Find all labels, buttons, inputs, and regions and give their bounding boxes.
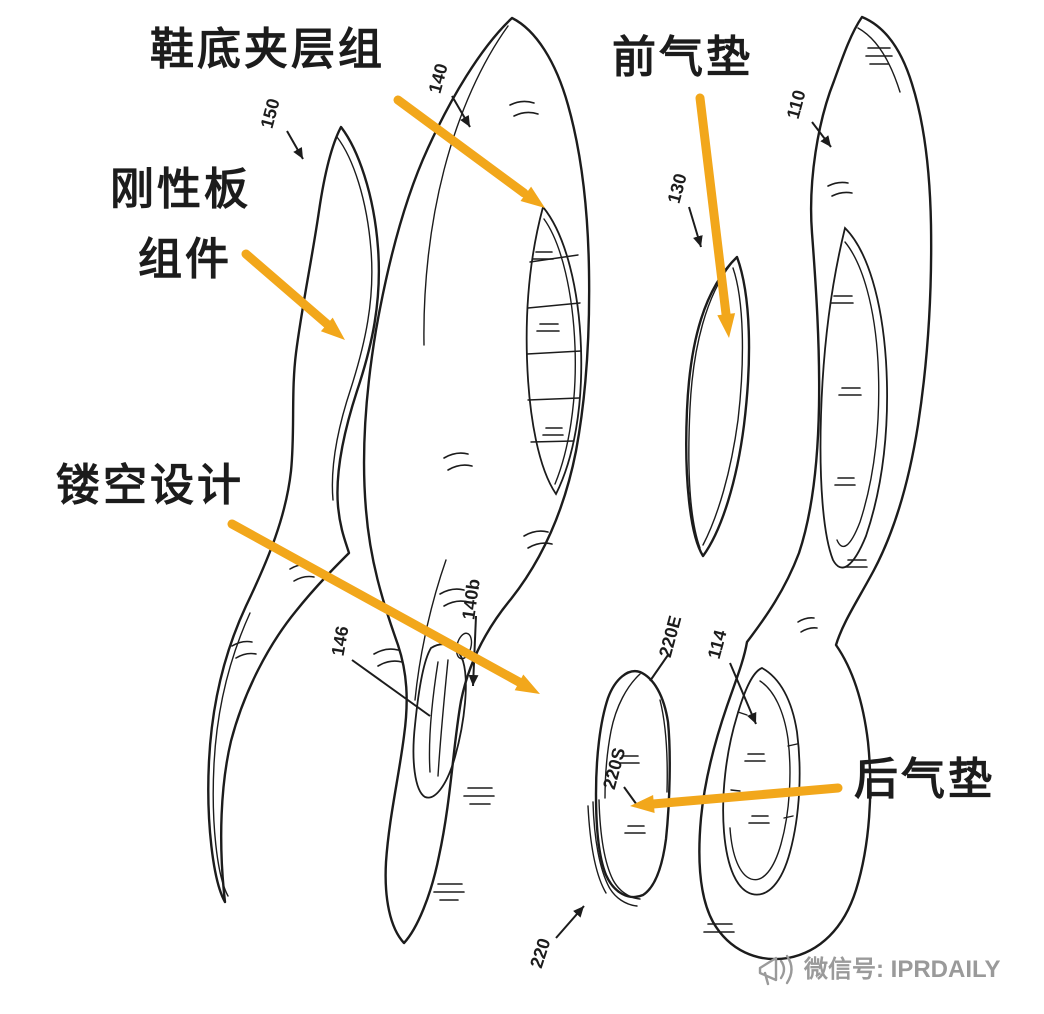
label-midsole-assembly: 鞋底夹层组 <box>150 25 385 74</box>
rear-air-cushion-stack <box>587 669 671 907</box>
arrow-cutout <box>227 519 524 687</box>
ref-number-220: 220 <box>526 936 554 971</box>
arrowhead-front-cushion <box>717 313 736 338</box>
watermark: 微信号: IPRDAILY <box>754 942 1000 990</box>
label-rear-cushion: 后气垫 <box>854 755 995 804</box>
shading-hatches <box>231 47 893 933</box>
leader-110 <box>811 121 832 148</box>
shoe-parts <box>207 15 933 961</box>
annotation-arrows <box>227 93 843 813</box>
ref-number-114: 114 <box>704 628 731 661</box>
leader-220 <box>555 905 585 939</box>
reference-leaders <box>286 95 832 939</box>
label-cutout-design: 镂空设计 <box>56 461 244 510</box>
ref-number-146: 146 <box>328 624 353 657</box>
ref-number-130: 130 <box>664 171 691 205</box>
arrowhead-rigid-plate <box>320 317 345 340</box>
arrow-front-cushion <box>695 93 731 319</box>
watermark-text: 微信号: IPRDAILY <box>804 955 1001 983</box>
rigid-plate-part <box>207 125 381 904</box>
arrowhead-cutout <box>514 674 540 694</box>
arrow-rear-cushion <box>648 783 843 809</box>
megaphone-icon <box>758 954 793 986</box>
leader-146 <box>351 659 431 717</box>
label-rigid-plate-line1: 刚性板 <box>110 165 251 214</box>
leader-130 <box>688 206 703 248</box>
label-rigid-plate-line2: 组件 <box>138 235 232 284</box>
ref-number-220E: 220E <box>655 614 685 660</box>
front-air-cushion-part <box>685 255 751 558</box>
leader-140 <box>451 95 471 128</box>
arrow-rigid-plate <box>241 249 332 329</box>
midsole-part <box>362 16 591 945</box>
ref-number-150: 150 <box>257 96 284 130</box>
leader-140b <box>468 615 479 687</box>
arrowhead-midsole-assembly <box>520 186 545 208</box>
arrow-midsole-assembly <box>393 95 529 198</box>
leader-220E <box>649 654 669 682</box>
leader-150 <box>286 130 304 160</box>
outsole-part <box>698 15 933 961</box>
leader-220S <box>623 786 638 806</box>
arrowhead-rear-cushion <box>630 795 655 813</box>
leader-114 <box>729 662 757 725</box>
ref-number-110: 110 <box>783 88 810 121</box>
label-front-cushion: 前气垫 <box>612 33 753 82</box>
ref-number-140: 140 <box>425 61 452 95</box>
